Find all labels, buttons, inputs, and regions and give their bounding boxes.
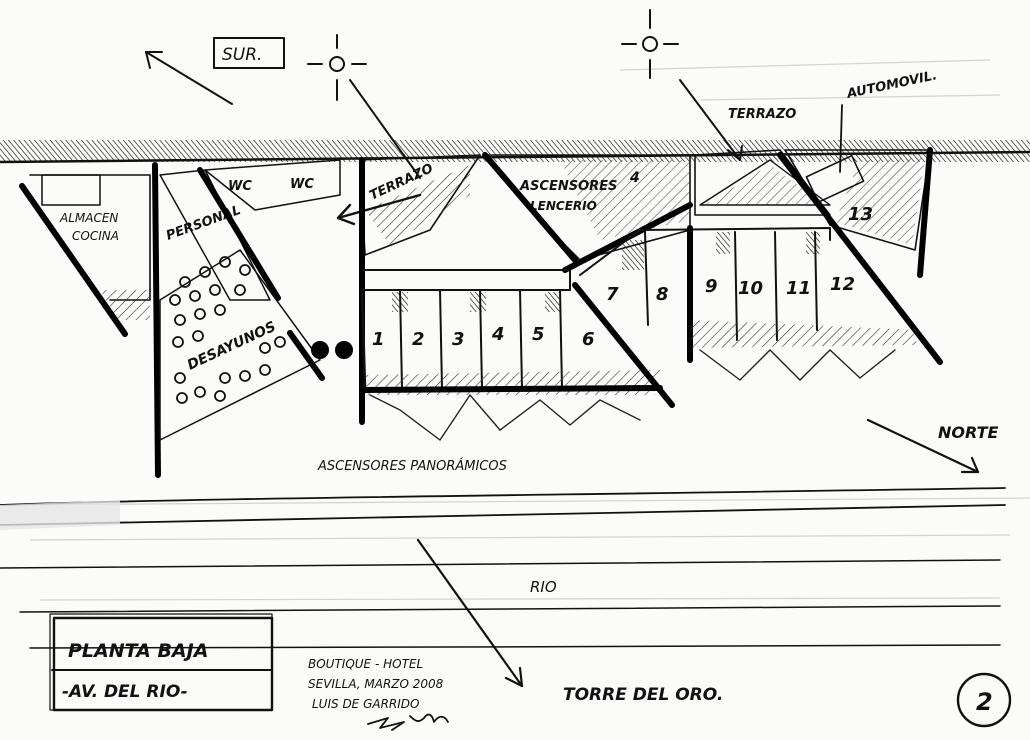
sun-symbol-left	[307, 34, 367, 101]
label-rio: RIO	[530, 578, 557, 596]
label-room-13: 13	[848, 204, 873, 225]
norte-arrow	[866, 418, 980, 474]
signature	[367, 713, 449, 731]
room-wc: WC WC	[204, 159, 341, 211]
label-room-6: 6	[582, 329, 595, 350]
torre-arrow	[416, 538, 524, 688]
label-lencerio: LENCERIO	[530, 199, 597, 213]
label-almacen: ALMACEN	[59, 211, 118, 225]
sur-label-box: SUR.	[213, 37, 285, 69]
label-wc-1: WC	[228, 179, 252, 194]
title-block-line1: PLANTA BAJA	[68, 640, 208, 662]
background-ghost-lines	[0, 59, 1030, 601]
wall-almacen	[19, 183, 128, 337]
project-notes: BOUTIQUE - HOTEL SEVILLA, MARZO 2008 LUI…	[308, 657, 449, 731]
label-room-11: 11	[786, 278, 811, 299]
label-cocina: COCINA	[72, 229, 119, 243]
note-line3: LUIS DE GARRIDO	[312, 697, 419, 711]
sun-ray-left	[349, 79, 421, 179]
label-room-7: 7	[606, 284, 619, 305]
label-ascensores-top: ASCENSORES	[519, 179, 617, 194]
room-terrazo-top: TERRAZO	[679, 79, 831, 216]
wall-diag-room6	[572, 282, 675, 408]
elevator-dots	[311, 341, 353, 359]
label-norte: NORTE	[938, 423, 999, 442]
wall-lencerio	[482, 152, 578, 263]
ground-hatch-band	[0, 140, 1030, 164]
wall-west	[152, 162, 161, 478]
label-ascensores-panoramicos: ASCENSORES PANORÁMICOS	[317, 458, 507, 474]
title-block-line2: -AV. DEL RIO-	[62, 682, 188, 702]
room-lencerio: ASCENSORES LENCERIO 4	[484, 154, 691, 261]
title-block: PLANTA BAJA -AV. DEL RIO-	[49, 613, 274, 712]
river-lines: RIO	[0, 487, 1006, 649]
label-room-4-top: 4	[629, 170, 640, 186]
rooms-row-7-12: 7 8 9 10 11 12	[579, 225, 920, 381]
label-room-10: 10	[738, 278, 763, 299]
rooms-row-1-6: 1 2 3 4 5 6	[359, 269, 663, 442]
label-room-1: 1	[372, 329, 385, 350]
wall-personal	[197, 167, 281, 301]
label-room-8: 8	[656, 284, 669, 305]
room-almacen: ALMACEN COCINA	[29, 174, 151, 320]
sheet-number: 2	[956, 672, 1012, 728]
wall-east	[917, 147, 933, 278]
sur-label: SUR.	[222, 45, 262, 65]
note-line1: BOUTIQUE - HOTEL	[308, 657, 423, 671]
sun-symbol-right	[621, 9, 679, 79]
label-room-4: 4	[491, 324, 505, 345]
label-room-12: 12	[830, 274, 855, 295]
label-terrazo-top: TERRAZO	[728, 107, 796, 122]
label-wc-2: WC	[290, 177, 314, 192]
label-torre-del-oro: TORRE DEL ORO.	[563, 685, 723, 705]
wall-diag-east	[777, 152, 943, 365]
note-line2: SEVILLA, MARZO 2008	[308, 677, 444, 691]
label-room-5: 5	[532, 324, 545, 345]
label-room-3: 3	[452, 329, 465, 350]
wall-desayunos	[287, 330, 325, 381]
label-room-9: 9	[705, 276, 718, 297]
dining-tables	[169, 256, 286, 404]
wall-lencerio-diag	[562, 202, 693, 273]
label-room-2: 2	[412, 329, 425, 350]
north-arrow-sur	[145, 51, 233, 105]
sheet-number-text: 2	[976, 688, 993, 716]
